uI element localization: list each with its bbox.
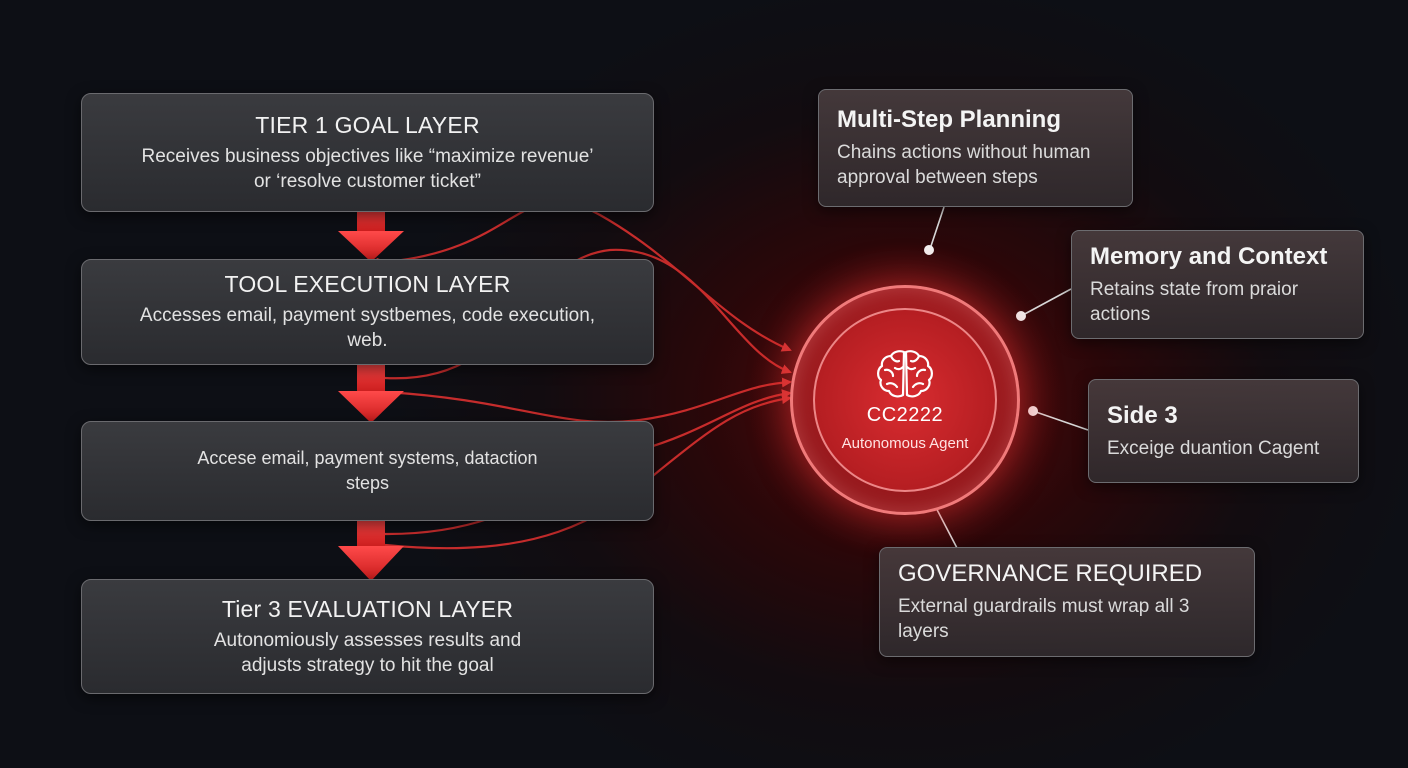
brain-icon	[877, 350, 933, 398]
tier-goal-layer: TIER 1 GOAL LAYER Receives business obje…	[81, 93, 654, 212]
feature-title: Multi-Step Planning	[837, 106, 1061, 133]
tier-title: TOOL EXECUTION LAYER	[224, 271, 511, 297]
tier-evaluation-layer: Tier 3 EVALUATION LAYER Autonomiously as…	[81, 579, 654, 694]
agent-core: CC2222 Autonomous Agent	[813, 308, 997, 492]
feature-memory-and-context: Memory and Context Retains state from pr…	[1071, 230, 1364, 339]
leader-line-memory	[1020, 288, 1072, 317]
tier-tool-execution-layer: TOOL EXECUTION LAYER Accesses email, pay…	[81, 259, 654, 365]
agent-id: CC2222	[866, 404, 944, 426]
down-arrow-2	[338, 361, 404, 423]
agent-label: Autonomous Agent	[841, 435, 969, 452]
flow-line-access-to-hub	[384, 377, 792, 424]
down-arrow-3	[338, 516, 404, 581]
tier-description: Autonomiously assesses results and adjus…	[213, 629, 522, 676]
leader-dot-memory	[1016, 311, 1026, 321]
tier-access-layer: Accese email, payment systems, dataction…	[81, 421, 654, 521]
feature-description: Exceige duantion Cagent	[1107, 437, 1320, 459]
feature-governance-required: GOVERNANCE REQUIRED External guardrails …	[879, 547, 1255, 657]
feature-title: GOVERNANCE REQUIRED	[898, 560, 1203, 587]
tier-description: Receives business objectives like “maxim…	[141, 145, 594, 192]
feature-multi-step-planning: Multi-Step Planning Chains actions witho…	[818, 89, 1133, 207]
autonomous-agent-hub: CC2222 Autonomous Agent	[790, 285, 1020, 515]
feature-description: Retains state from praior actions	[1090, 278, 1299, 325]
leader-line-planning	[929, 206, 945, 250]
tier-title: TIER 1 GOAL LAYER	[255, 111, 480, 138]
tier-description: Accesses email, payment systbemes, code …	[139, 305, 596, 351]
tier-description: Accese email, payment systems, dataction…	[197, 448, 538, 493]
feature-description: Chains actions without human approval be…	[837, 142, 1091, 188]
leader-line-side3	[1032, 410, 1089, 431]
feature-title: Side 3	[1107, 401, 1178, 429]
flow-line-tier1-to-hub	[376, 200, 792, 352]
feature-side-3: Side 3 Exceige duantion Cagent	[1088, 379, 1359, 483]
leader-dot-side3	[1028, 406, 1038, 416]
feature-description: External guardrails must wrap all 3 laye…	[898, 596, 1190, 642]
feature-title: Memory and Context	[1090, 242, 1328, 270]
tier-title: Tier 3 EVALUATION LAYER	[221, 595, 514, 622]
leader-dot-planning	[924, 245, 934, 255]
